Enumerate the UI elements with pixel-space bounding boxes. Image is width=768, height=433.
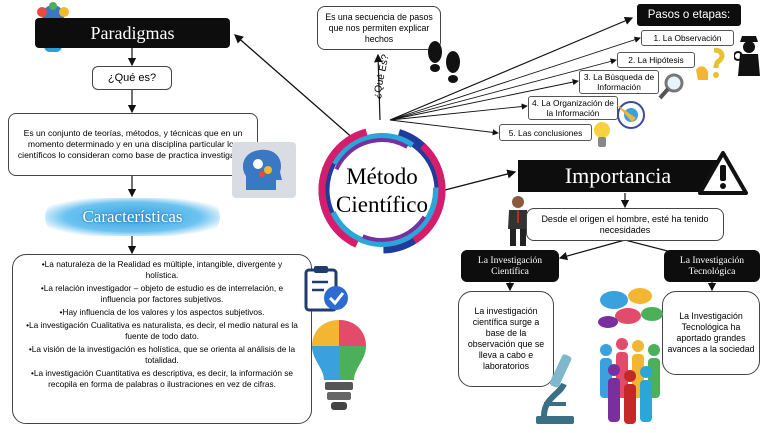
magnifier-icon (658, 73, 684, 100)
center-title-line1: Método (346, 164, 418, 189)
head-gears-image (232, 142, 296, 198)
tecnologica-text: La Investigación Tecnológica ha aportado… (662, 291, 760, 375)
footprints-icon (428, 41, 460, 83)
caracteristica-item: •La investigación Cuantitativa es descri… (30, 368, 294, 389)
lightbulb-icon (594, 122, 610, 147)
tecnologica-title-text: La Investigación Tecnológica (679, 255, 745, 277)
central-circle-graphic (318, 126, 446, 254)
caracteristicas-title-text: Características (82, 207, 183, 226)
caracteristica-item: •Hay influencia de los valores y los asp… (59, 307, 265, 317)
checklist-icon (304, 266, 348, 312)
people-chat-icon (598, 288, 663, 424)
warning-icon (698, 151, 748, 195)
paradigmas-title-text: Paradigmas (90, 22, 175, 43)
pasos-title-text: Pasos o etapas: (647, 9, 731, 21)
paradigmas-title: Paradigmas (35, 18, 230, 48)
center-title-line2: Científico (336, 192, 428, 217)
businessman-icon (508, 196, 528, 246)
que-es-definition: Es una secuencia de pasos que nos permit… (317, 6, 441, 50)
caracteristica-item: •La naturaleza de la Realidad es múltipl… (41, 259, 283, 280)
caracteristica-item: •La relación investigador – objeto de es… (40, 283, 284, 304)
importancia-title-text: Importancia (564, 163, 672, 188)
caracteristica-item: •La visión de la investigación es holíst… (28, 344, 296, 365)
center-title: Método Científico (312, 163, 452, 219)
caracteristicas-title: Características (45, 198, 220, 236)
pasos-title: Pasos o etapas: (637, 4, 741, 26)
importancia-title: Importancia (518, 160, 718, 192)
detective-icon (734, 36, 760, 76)
caracteristica-item: •La investigación Cualitativa es natural… (26, 320, 298, 341)
caracteristicas-list: •La naturaleza de la Realidad es múltipl… (12, 254, 312, 424)
hands-question-icon (696, 48, 725, 80)
step-hipotesis: 2. La Hipótesis (617, 52, 695, 68)
pencil-target-icon (616, 101, 645, 129)
cientifica-title: La Investigación Científica (461, 250, 559, 282)
importancia-intro: Desde el origen el hombre, esté ha tenid… (526, 208, 724, 241)
step-conclusiones: 5. Las conclusiones (499, 124, 592, 141)
step-organizacion: 4. La Organización de la Información (528, 96, 618, 120)
tecnologica-title: La Investigación Tecnológica (664, 250, 760, 282)
lightbulb-puzzle-icon (312, 320, 366, 410)
paradigmas-definition: Es un conjunto de teorías, métodos, y té… (8, 113, 258, 176)
cientifica-title-text: La Investigación Científica (477, 255, 543, 277)
step-observacion: 1. La Observación (641, 30, 734, 46)
cientifica-text: La investigación científica surge a base… (458, 291, 554, 387)
paradigmas-question: ¿Qué es? (92, 66, 172, 90)
step-busqueda: 3. La Búsqueda de Información (579, 70, 659, 94)
microscope-icon (536, 354, 574, 424)
